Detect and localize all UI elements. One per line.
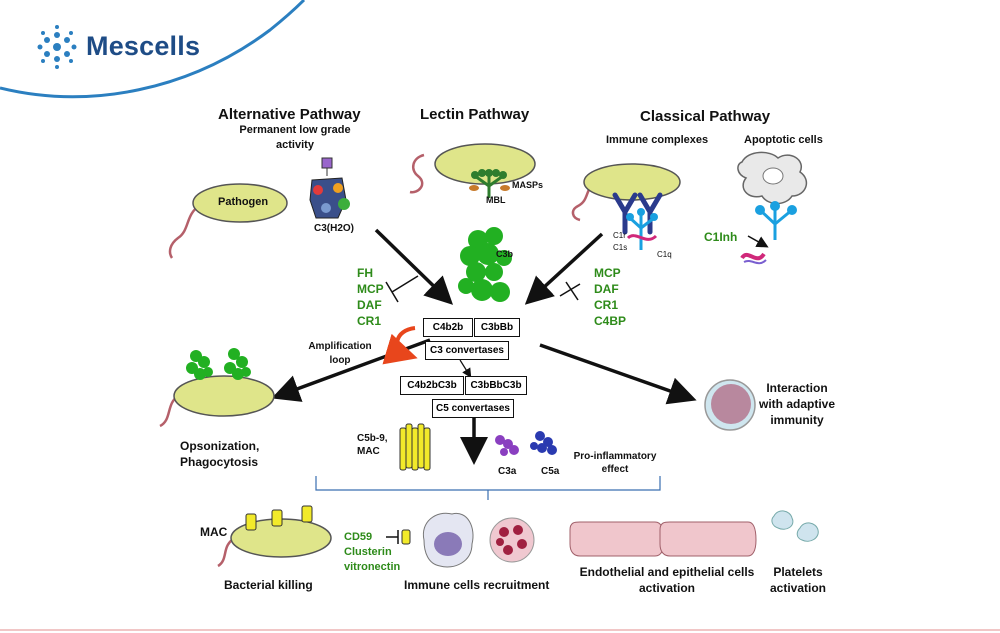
c3h2o-protein-icon bbox=[309, 157, 350, 219]
amplification-label-2: loop bbox=[329, 355, 351, 366]
mac-label-2: MAC bbox=[357, 446, 380, 457]
regulator-left-mcp: MCP bbox=[357, 282, 384, 296]
pathogen-label: Pathogen bbox=[218, 196, 269, 208]
opsonized-pathogen-icon bbox=[159, 348, 275, 428]
c1-complex-icon bbox=[626, 208, 658, 250]
c1q-label: C1q bbox=[657, 250, 672, 259]
pathogen-icon bbox=[168, 183, 288, 259]
regulator-right-cr1: CR1 bbox=[594, 298, 619, 312]
proinflammatory-label-2: effect bbox=[601, 464, 629, 475]
amplification-loop-icon bbox=[382, 326, 418, 365]
c1r-label: C1r bbox=[613, 231, 626, 240]
outcome-bracket bbox=[315, 476, 661, 491]
platelets-label-2: activation bbox=[769, 581, 826, 595]
c5a-icon bbox=[530, 431, 557, 455]
opsonization-label-2: Phagocytosis bbox=[180, 455, 259, 469]
platelet-icon bbox=[771, 510, 819, 542]
opsonization-label-1: Opsonization, bbox=[180, 439, 260, 453]
classical-pathway-title: Classical Pathway bbox=[640, 108, 771, 125]
c5-convertases-box: C5 convertases bbox=[432, 399, 514, 418]
endothelial-label-1: Endothelial and epithelial cells bbox=[579, 565, 755, 579]
alternative-pathway-title: Alternative Pathway bbox=[218, 106, 361, 123]
mescells-logo-icon bbox=[37, 25, 77, 69]
inhibition-right bbox=[559, 283, 581, 297]
c3h2o-label: C3(H2O) bbox=[314, 223, 355, 234]
platelets-label-1: Platelets bbox=[773, 565, 823, 579]
arrow-adaptive bbox=[539, 343, 697, 405]
c4b2b-box: C4b2b bbox=[423, 318, 473, 337]
c4b2bc3b-box: C4b2bC3b bbox=[400, 376, 464, 395]
arrow-alternative bbox=[374, 228, 454, 305]
mac-bottom-label: MAC bbox=[200, 525, 228, 539]
regulator-left-daf: DAF bbox=[357, 298, 382, 312]
brand-name: Mescells bbox=[86, 31, 201, 61]
apoptotic-cells-label: Apoptotic cells bbox=[744, 134, 823, 146]
arrow-c5-convertase bbox=[459, 359, 472, 379]
regulator-left-fh: FH bbox=[357, 266, 373, 280]
neutrophil-icon bbox=[489, 517, 535, 563]
regulator-right-mcp: MCP bbox=[594, 266, 621, 280]
endothelial-cell-icon bbox=[569, 521, 757, 557]
c5a-label: C5a bbox=[541, 466, 560, 477]
clusterin-label: Clusterin bbox=[344, 546, 392, 558]
cd59-inhibition-icon bbox=[386, 529, 411, 545]
apoptotic-cell-icon bbox=[737, 151, 808, 265]
antibody-icon bbox=[571, 163, 681, 235]
vitronectin-label: vitronectin bbox=[344, 561, 401, 573]
endothelial-label-2: activation bbox=[638, 581, 695, 595]
regulator-right-daf: DAF bbox=[594, 282, 619, 296]
alternative-subtitle-2: activity bbox=[276, 139, 314, 151]
regulator-left-cr1: CR1 bbox=[357, 314, 382, 328]
c1inh-label: C1Inh bbox=[704, 230, 738, 244]
mbl-label: MBL bbox=[486, 195, 506, 205]
mac-label-1: C5b-9, bbox=[357, 433, 388, 444]
c1s-label: C1s bbox=[613, 243, 628, 252]
bacterial-killing-label: Bacterial killing bbox=[224, 578, 313, 592]
cd59-label: CD59 bbox=[344, 531, 373, 543]
c3a-label: C3a bbox=[498, 466, 517, 477]
mbl-icon bbox=[409, 143, 536, 198]
lectin-pathway-title: Lectin Pathway bbox=[420, 106, 530, 123]
regulator-right-c4bp: C4BP bbox=[594, 314, 627, 328]
adaptive-label-3: immunity bbox=[770, 413, 824, 427]
inhibition-left bbox=[391, 275, 419, 293]
adaptive-label-1: Interaction bbox=[766, 381, 828, 395]
c3-convertases-box: C3 convertases bbox=[425, 341, 509, 360]
adaptive-label-2: with adaptive bbox=[758, 397, 835, 411]
bacterial-killing-icon bbox=[217, 505, 332, 568]
amplification-label-1: Amplification bbox=[308, 341, 372, 352]
c3a-icon bbox=[495, 435, 519, 456]
macrophage-icon bbox=[422, 512, 474, 568]
lymphocyte-icon bbox=[704, 379, 756, 431]
c3bbb-box: C3bBb bbox=[474, 318, 520, 337]
immune-complexes-label: Immune complexes bbox=[606, 134, 709, 146]
header-swoosh bbox=[0, 0, 306, 99]
immune-recruitment-label: Immune cells recruitment bbox=[404, 578, 550, 592]
c3b-protein-icon bbox=[458, 227, 512, 302]
mac-pore-icon bbox=[399, 423, 431, 471]
masps-label: MASPs bbox=[512, 180, 544, 190]
alternative-subtitle-1: Permanent low grade bbox=[239, 124, 351, 136]
arrow-classical bbox=[524, 232, 604, 305]
proinflammatory-label-1: Pro-inflammatory bbox=[573, 451, 657, 462]
c3bbbc3b-box: C3bBbC3b bbox=[465, 376, 527, 395]
c3b-label: C3b bbox=[496, 249, 514, 259]
